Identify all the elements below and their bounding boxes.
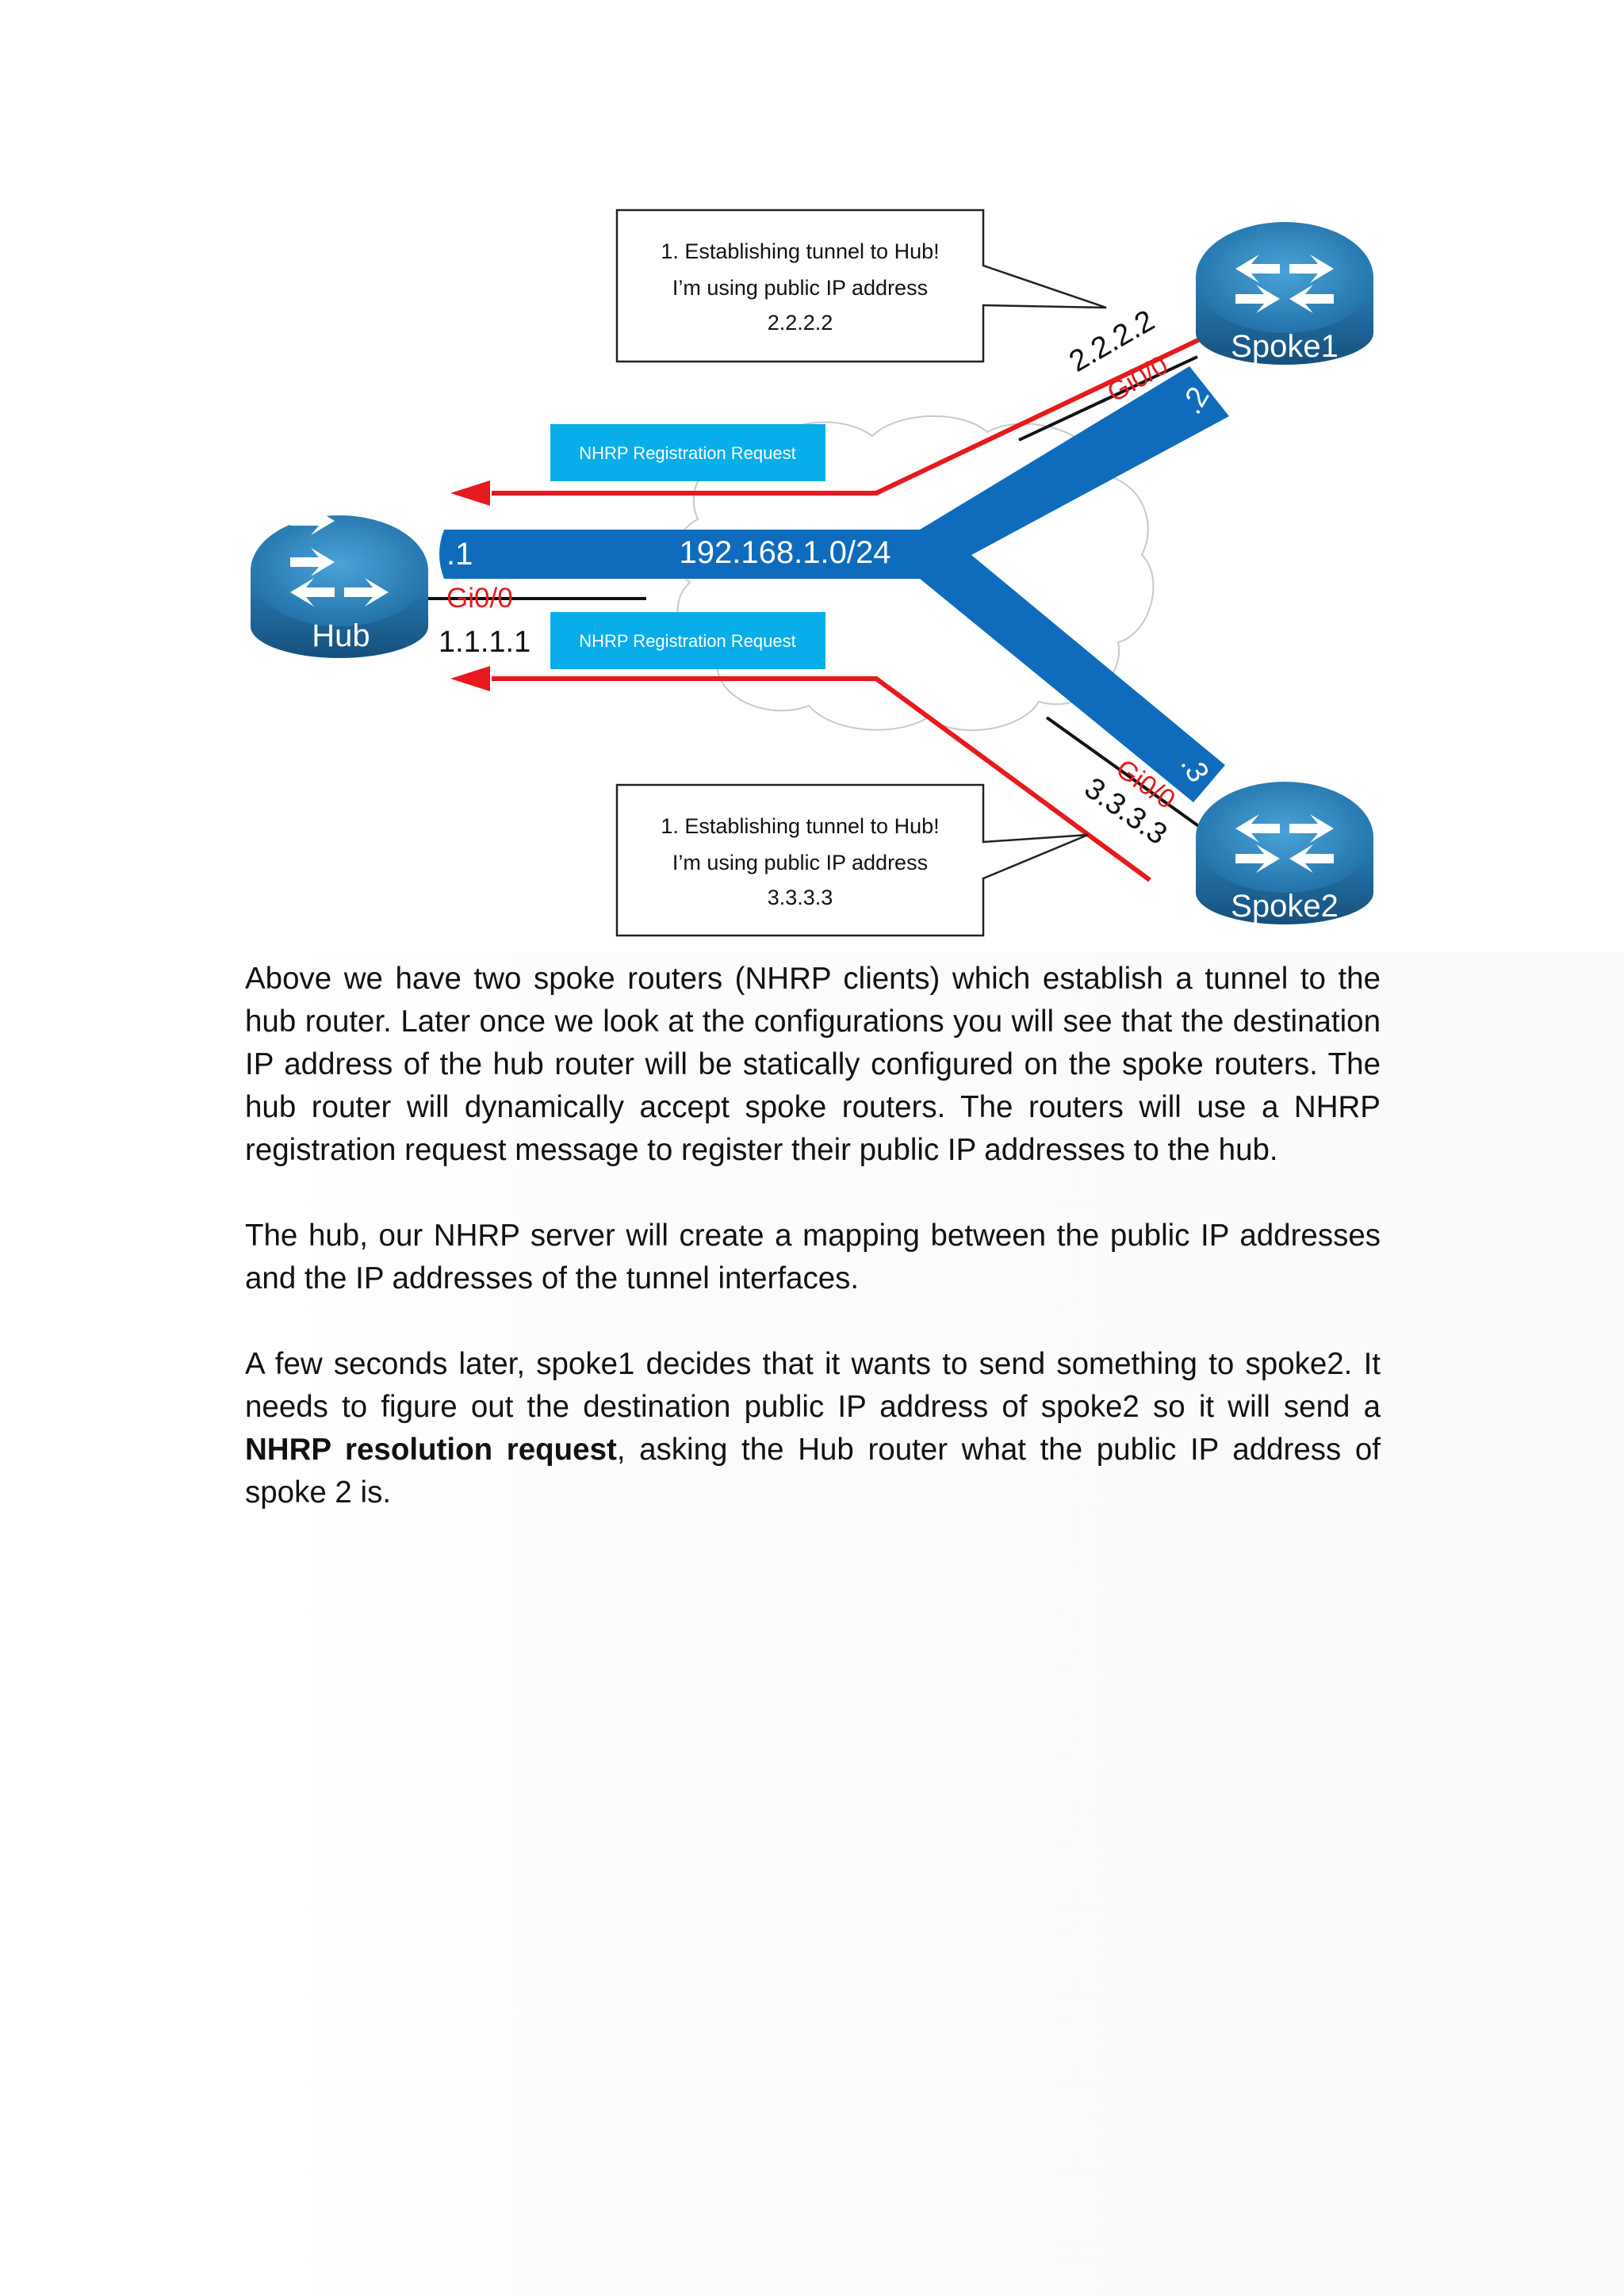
callout-spoke2-line2: I’m using public IP address <box>672 851 928 874</box>
callout-spoke2-line1: 1. Establishing tunnel to Hub! <box>661 814 939 838</box>
nhrp-network-diagram: NHRP Registration Request NHRP Registrat… <box>0 0 1624 951</box>
paragraph-1: Above we have two spoke routers (NHRP cl… <box>245 958 1381 1172</box>
spoke2-router-label: Spoke2 <box>1231 889 1339 924</box>
message-label-top: NHRP Registration Request <box>579 443 796 463</box>
message-label-bottom: NHRP Registration Request <box>579 631 796 651</box>
body-text: Above we have two spoke routers (NHRP cl… <box>245 958 1381 1557</box>
callout-spoke1-line1: 1. Establishing tunnel to Hub! <box>661 239 939 263</box>
callout-spoke2-line3: 3.3.3.3 <box>768 886 833 909</box>
hub-router-label: Hub <box>312 618 370 653</box>
spoke1-router-label: Spoke1 <box>1231 329 1339 364</box>
callout-spoke1-line3: 2.2.2.2 <box>768 311 833 335</box>
callout-spoke1-line2: I’m using public IP address <box>672 276 928 300</box>
paragraph-2: The hub, our NHRP server will create a m… <box>245 1215 1381 1300</box>
hub-public-ip: 1.1.1.1 <box>439 626 530 659</box>
paragraph-3-bold-term: NHRP resolution request <box>245 1433 617 1467</box>
paragraph-3: A few seconds later, spoke1 decides that… <box>245 1343 1381 1514</box>
subnet-label: 192.168.1.0/24 <box>680 535 891 570</box>
hub-interface-label: Gi0/0 <box>446 583 513 614</box>
paragraph-3-text-a: A few seconds later, spoke1 decides that… <box>245 1347 1381 1424</box>
hub-tunnel-host: .1 <box>446 537 473 572</box>
